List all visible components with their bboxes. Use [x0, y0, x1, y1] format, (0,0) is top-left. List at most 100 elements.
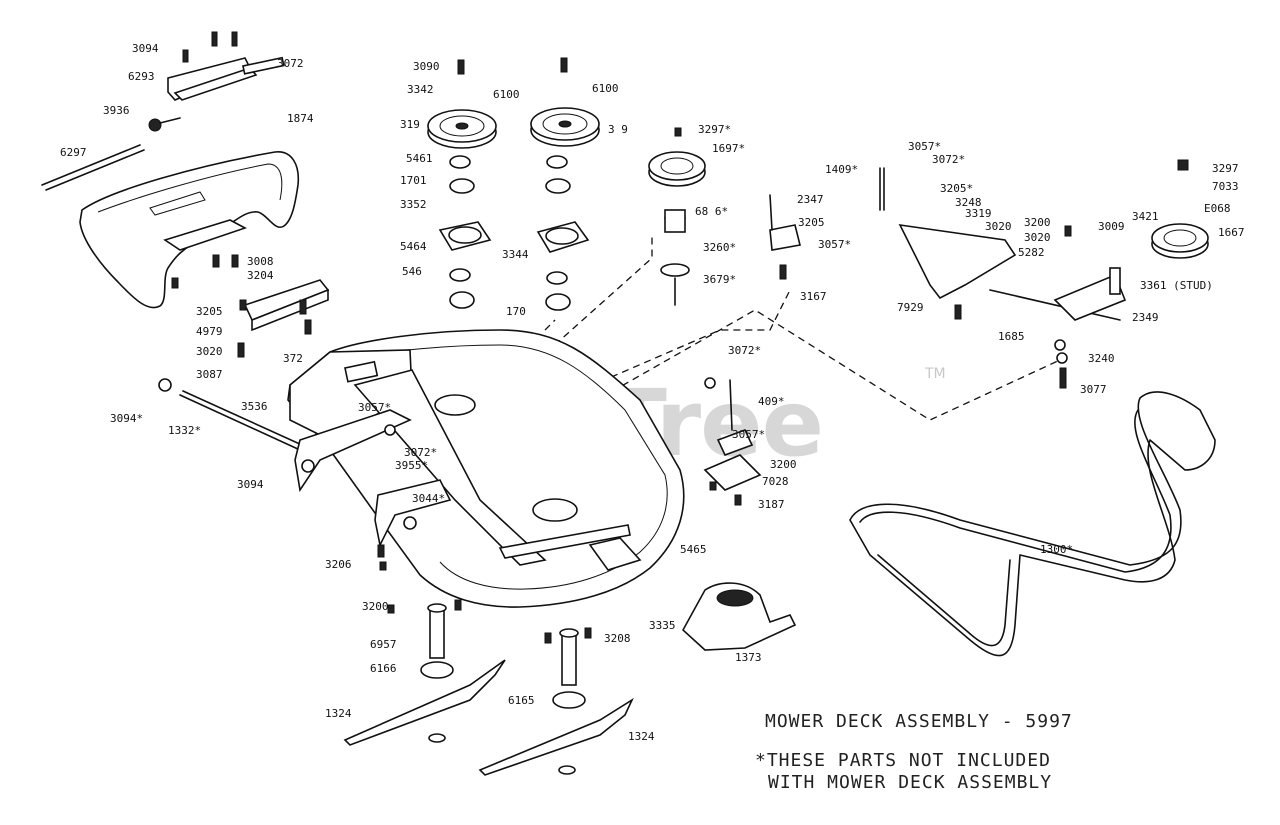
- part-label: 3077: [1080, 383, 1107, 396]
- part-label: 3344: [502, 248, 529, 261]
- part-label: 3205: [196, 305, 223, 318]
- part-label: 3206: [325, 558, 352, 571]
- part-label: 3094: [237, 478, 264, 491]
- part-label: 3260*: [703, 241, 736, 254]
- part-label: 3936: [103, 104, 130, 117]
- part-label: 3205: [798, 216, 825, 229]
- part-label: 3072*: [404, 446, 437, 459]
- part-label: 3240: [1088, 352, 1115, 365]
- watermark-tm: TM: [924, 366, 946, 382]
- spindle-guard: [681, 582, 797, 651]
- part-label: 3072*: [728, 344, 761, 357]
- deck-brackets: [294, 409, 452, 548]
- part-label: 1324: [325, 707, 352, 720]
- part-label: 1685: [998, 330, 1025, 343]
- part-label: 3057*: [818, 238, 851, 251]
- part-label: 3 9: [608, 123, 628, 136]
- part-label: 1667: [1218, 226, 1245, 239]
- blade-right: [478, 628, 634, 776]
- part-label: 1701: [400, 174, 427, 187]
- part-label: 7033: [1212, 180, 1239, 193]
- part-label: 3072*: [932, 153, 965, 166]
- part-label: 3044*: [412, 492, 445, 505]
- part-label: 3536: [241, 400, 268, 413]
- rods: [41, 144, 1121, 451]
- part-label: 3087: [196, 368, 223, 381]
- part-label: 6165: [508, 694, 535, 707]
- part-label: 3057*: [358, 401, 391, 414]
- part-label: 3208: [604, 632, 631, 645]
- part-label: 5465: [680, 543, 707, 556]
- part-labels: 3094 3072 6293 3936 6297 1874 3008 3204 …: [60, 42, 1245, 743]
- part-label: 1409*: [825, 163, 858, 176]
- mower-deck: [287, 329, 685, 608]
- part-label: 3020: [985, 220, 1012, 233]
- part-label: 7929: [897, 301, 924, 314]
- part-label: 319: [400, 118, 420, 131]
- spindle-pulley-left: [427, 109, 497, 309]
- note-line-1: *THESE PARTS NOT INCLUDED: [755, 750, 1051, 771]
- spring-3936: [148, 117, 181, 132]
- note-line-2: WITH MOWER DECK ASSEMBLY: [768, 772, 1052, 793]
- part-label: 7028: [762, 475, 789, 488]
- hardware: [158, 31, 1189, 644]
- part-label: 6166: [370, 662, 397, 675]
- part-label: 3421: [1132, 210, 1159, 223]
- part-label: 409*: [758, 395, 785, 408]
- part-label: 3167: [800, 290, 827, 303]
- part-label: 1373: [735, 651, 762, 664]
- spindle-pulley-right: [530, 107, 600, 311]
- part-label: 546: [402, 265, 422, 278]
- part-label: 6100: [493, 88, 520, 101]
- part-label: 3335: [649, 619, 676, 632]
- part-label: 3094: [132, 42, 159, 55]
- part-label: 3205*: [940, 182, 973, 195]
- part-label: 5282: [1018, 246, 1045, 259]
- part-label: 2349: [1132, 311, 1159, 324]
- part-label: 3057*: [908, 140, 941, 153]
- part-label: 3008: [247, 255, 274, 268]
- part-label: 3297*: [698, 123, 731, 136]
- part-label: 3297: [1212, 162, 1239, 175]
- part-label: 3072: [277, 57, 304, 70]
- idler-arm-assembly: [769, 167, 1127, 321]
- mounting-plate: [243, 279, 330, 332]
- part-label: 5464: [400, 240, 427, 253]
- part-label: 3200: [770, 458, 797, 471]
- part-label: 2347: [797, 193, 824, 206]
- part-label: 3204: [247, 269, 274, 282]
- belt-shield: [79, 151, 300, 309]
- blade-left: [343, 603, 506, 746]
- part-label: 372: [283, 352, 303, 365]
- part-label: 4979: [196, 325, 223, 338]
- idler-pulley-1697: [648, 151, 706, 306]
- part-label: 3090: [413, 60, 440, 73]
- part-label: E068: [1204, 202, 1231, 215]
- drive-belt: [849, 391, 1216, 657]
- part-label: 3020: [1024, 231, 1051, 244]
- part-label: 3955*: [395, 459, 428, 472]
- diagram-title: MOWER DECK ASSEMBLY - 5997: [765, 711, 1073, 732]
- part-label: 1697*: [712, 142, 745, 155]
- part-label: 3094*: [110, 412, 143, 425]
- center-bracket: [703, 379, 762, 491]
- part-label: 3352: [400, 198, 427, 211]
- part-label: 1874: [287, 112, 314, 125]
- part-label: 3319: [965, 207, 992, 220]
- part-label: 3057*: [732, 428, 765, 441]
- part-label: 3009: [1098, 220, 1125, 233]
- part-label: 3200: [362, 600, 389, 613]
- part-label: 3361 (STUD): [1140, 279, 1213, 292]
- guard-bracket: [167, 56, 285, 101]
- idler-pulley-1667: [1151, 223, 1209, 259]
- part-label: 5461: [406, 152, 433, 165]
- part-label: 1332*: [168, 424, 201, 437]
- part-label: 3187: [758, 498, 785, 511]
- part-label: 1300*: [1040, 543, 1073, 556]
- part-label: 3248: [955, 196, 982, 209]
- part-label: 1324: [628, 730, 655, 743]
- part-label: 3679*: [703, 273, 736, 286]
- part-label: 6100: [592, 82, 619, 95]
- part-label: 3020: [196, 345, 223, 358]
